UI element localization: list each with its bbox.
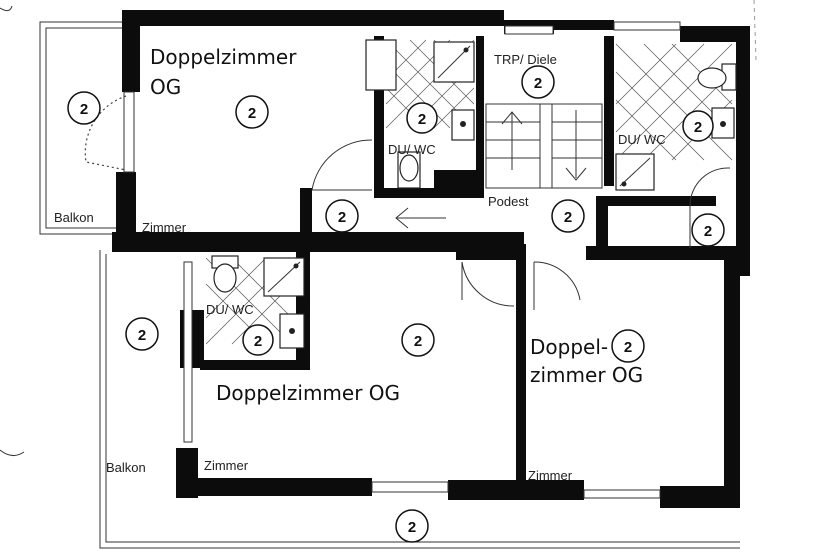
label-trp-diele: TRP/ Diele bbox=[494, 52, 557, 67]
label-zimmer-top: Zimmer bbox=[142, 220, 187, 235]
shower-top bbox=[433, 41, 475, 83]
svg-text:2: 2 bbox=[138, 327, 146, 344]
shower-bottom bbox=[263, 257, 305, 297]
balcony-bottom bbox=[99, 250, 740, 549]
marker-balcony-bottom: 2 bbox=[395, 509, 429, 543]
room-label-doppelzimmer-top-1: Doppelzimmer bbox=[150, 45, 297, 69]
marker-balcony-top: 2 bbox=[67, 91, 101, 125]
svg-text:2: 2 bbox=[534, 75, 542, 92]
stair bbox=[395, 103, 603, 229]
sink-bottom bbox=[279, 313, 305, 349]
marker-hall-right: 2 bbox=[691, 213, 725, 247]
toilet-top bbox=[397, 151, 421, 189]
cabinet-top bbox=[365, 39, 397, 91]
page-edge-line bbox=[753, 0, 757, 61]
doors bbox=[84, 95, 731, 310]
marker-room-right: 2 bbox=[611, 329, 645, 363]
balcony-top bbox=[39, 21, 127, 235]
marker-podest: 2 bbox=[551, 199, 585, 233]
binder-hole-bottom bbox=[0, 449, 25, 456]
toilet-right bbox=[697, 63, 737, 91]
room-label-doppelzimmer-top-2: OG bbox=[150, 75, 181, 99]
svg-text:2: 2 bbox=[408, 519, 416, 536]
sink-right bbox=[711, 107, 735, 139]
label-du-wc-right: DU/ WC bbox=[618, 132, 666, 147]
marker-bath-bottom: 2 bbox=[242, 324, 274, 356]
marker-bath-right: 2 bbox=[682, 110, 714, 142]
bath-tiles-bottom bbox=[205, 257, 293, 345]
svg-text:2: 2 bbox=[624, 339, 632, 356]
label-podest: Podest bbox=[488, 194, 529, 209]
label-balkon-top: Balkon bbox=[54, 210, 94, 225]
label-zimmer-bottom-left: Zimmer bbox=[204, 458, 249, 473]
marker-room-top-left: 2 bbox=[235, 95, 269, 129]
marker-room-bottom: 2 bbox=[401, 323, 435, 357]
marker-balcony-bottom-left: 2 bbox=[125, 317, 159, 351]
marker-diele: 2 bbox=[521, 65, 555, 99]
room-label-doppel-right-2: zimmer OG bbox=[530, 363, 643, 387]
svg-text:2: 2 bbox=[418, 111, 426, 128]
label-du-wc-top: DU/ WC bbox=[388, 142, 436, 157]
label-zimmer-bottom-right: Zimmer bbox=[528, 468, 573, 483]
svg-text:2: 2 bbox=[694, 119, 702, 136]
svg-text:2: 2 bbox=[564, 209, 572, 226]
shower-right bbox=[615, 153, 655, 191]
svg-text:2: 2 bbox=[338, 209, 346, 226]
interior-walls bbox=[200, 36, 716, 480]
room-label-doppelzimmer-bottom: Doppelzimmer OG bbox=[216, 381, 400, 405]
label-du-wc-bottom: DU/ WC bbox=[206, 302, 254, 317]
svg-text:2: 2 bbox=[248, 105, 256, 122]
windows bbox=[123, 21, 681, 499]
sink-top bbox=[451, 109, 475, 141]
label-balkon-bottom: Balkon bbox=[106, 460, 146, 475]
svg-text:2: 2 bbox=[254, 333, 262, 350]
svg-text:2: 2 bbox=[414, 333, 422, 350]
marker-bath-top: 2 bbox=[406, 102, 438, 134]
svg-text:2: 2 bbox=[704, 223, 712, 240]
svg-text:2: 2 bbox=[80, 101, 88, 118]
room-label-doppel-right-1: Doppel- bbox=[530, 335, 608, 359]
binder-hole-top bbox=[0, 5, 13, 12]
toilet-bottom bbox=[211, 255, 239, 293]
marker-hall-left: 2 bbox=[325, 199, 359, 233]
